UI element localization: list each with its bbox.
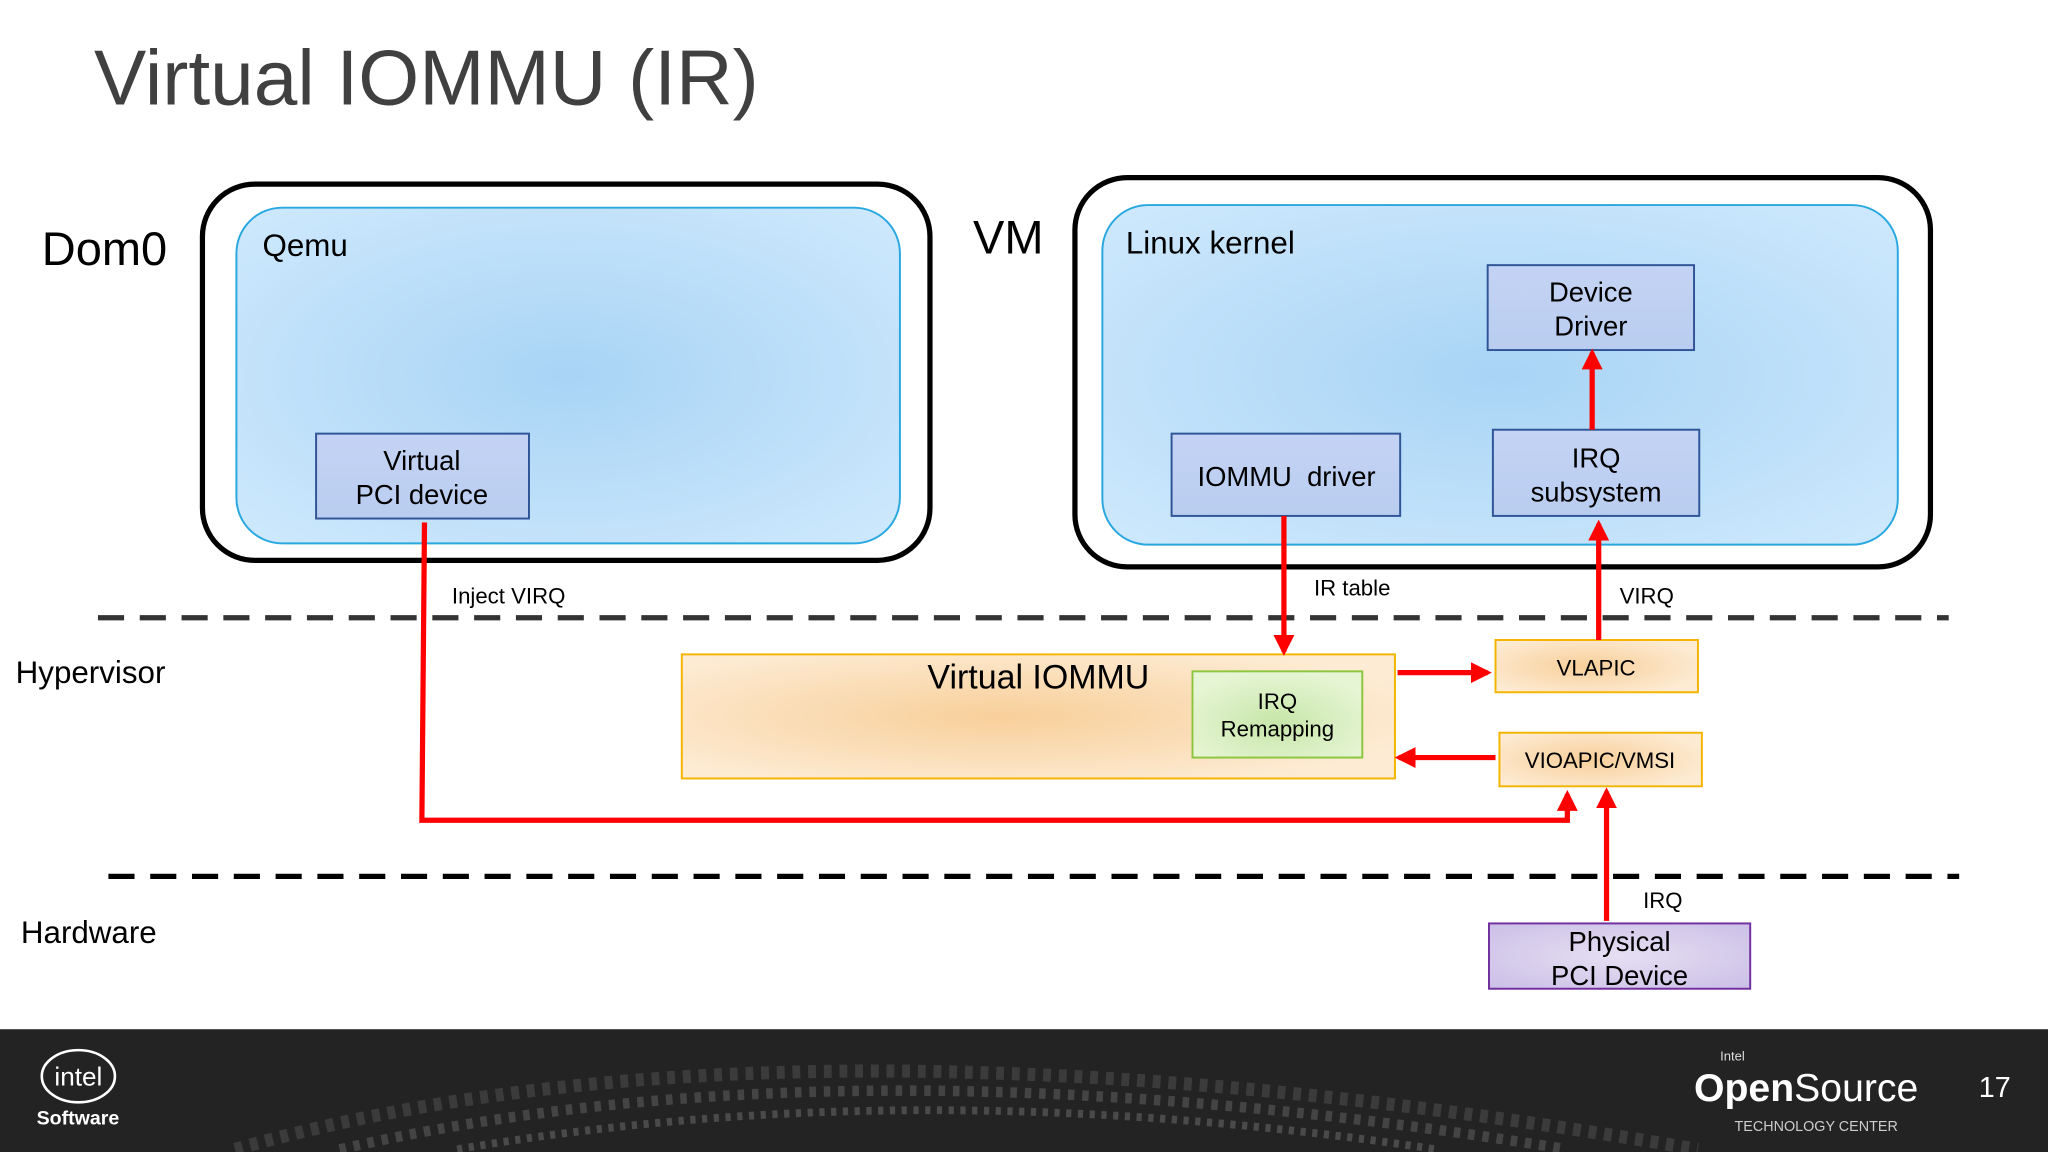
hypervisor-label: Hypervisor bbox=[16, 655, 166, 690]
inject-virq-label: Inject VIRQ bbox=[452, 583, 565, 608]
intel-logo: intel bbox=[40, 1048, 117, 1104]
inject-virq-arrow bbox=[419, 522, 1578, 823]
ir-table-label: IR table bbox=[1314, 576, 1390, 601]
page-number: 17 bbox=[1979, 1072, 2011, 1104]
binary-pattern-decoration bbox=[233, 1064, 1700, 1152]
irq-subsystem-label-1: IRQ bbox=[1572, 443, 1621, 474]
irq-remapping-box: IRQ Remapping bbox=[1191, 670, 1364, 759]
footer: intel Software Intel OpenSource TECHNOLO… bbox=[0, 1029, 2048, 1152]
physical-pci-label-2: PCI Device bbox=[1551, 960, 1688, 991]
slide-title: Virtual IOMMU (IR) bbox=[94, 33, 759, 121]
brand-source: Source bbox=[1794, 1067, 1918, 1110]
dom0-label: Dom0 bbox=[42, 222, 167, 275]
virtual-iommu-label: Virtual IOMMU bbox=[927, 658, 1149, 696]
irq-subsystem-label-2: subsystem bbox=[1531, 477, 1662, 508]
brand-wordmark: OpenSource bbox=[1694, 1067, 1918, 1110]
brand-open: Open bbox=[1694, 1067, 1794, 1110]
vlapic-label: VLAPIC bbox=[1557, 655, 1636, 680]
hardware-label: Hardware bbox=[21, 915, 157, 950]
linux-kernel-label: Linux kernel bbox=[1126, 225, 1295, 260]
software-label: Software bbox=[37, 1108, 120, 1130]
virtual-pci-label-1: Virtual bbox=[383, 445, 460, 476]
intel-logo-text: intel bbox=[54, 1061, 102, 1091]
device-driver-label-1: Device bbox=[1549, 277, 1633, 308]
iommu-driver-label: IOMMU driver bbox=[1197, 461, 1375, 492]
physical-pci-label-1: Physical bbox=[1569, 926, 1671, 957]
iommu-driver-box: IOMMU driver bbox=[1170, 432, 1402, 517]
vioapic-vmsi-box: VIOAPIC/VMSI bbox=[1498, 731, 1703, 788]
virq-label: VIRQ bbox=[1620, 583, 1674, 608]
opensource-logo: Intel OpenSource TECHNOLOGY CENTER bbox=[1694, 1049, 1918, 1136]
qemu-label: Qemu bbox=[263, 228, 348, 263]
irq-remapping-label-2: Remapping bbox=[1221, 717, 1334, 742]
virtual-pci-device-box: Virtual PCI device bbox=[315, 432, 530, 520]
physical-pci-device-box: Physical PCI Device bbox=[1487, 922, 1752, 991]
brand-intel-small: Intel bbox=[1720, 1049, 1745, 1064]
device-driver-box: Device Driver bbox=[1486, 264, 1696, 352]
vlapic-box: VLAPIC bbox=[1494, 639, 1699, 694]
vm-label: VM bbox=[973, 210, 1044, 263]
brand-subtitle: TECHNOLOGY CENTER bbox=[1735, 1119, 1898, 1135]
virtual-pci-label-2: PCI device bbox=[356, 479, 489, 510]
device-driver-label-2: Driver bbox=[1554, 311, 1627, 342]
vioapic-vmsi-label: VIOAPIC/VMSI bbox=[1525, 748, 1675, 773]
irq-subsystem-box: IRQ subsystem bbox=[1491, 428, 1701, 517]
irq-remapping-label-1: IRQ bbox=[1258, 689, 1297, 714]
irq-label: IRQ bbox=[1643, 888, 1682, 913]
